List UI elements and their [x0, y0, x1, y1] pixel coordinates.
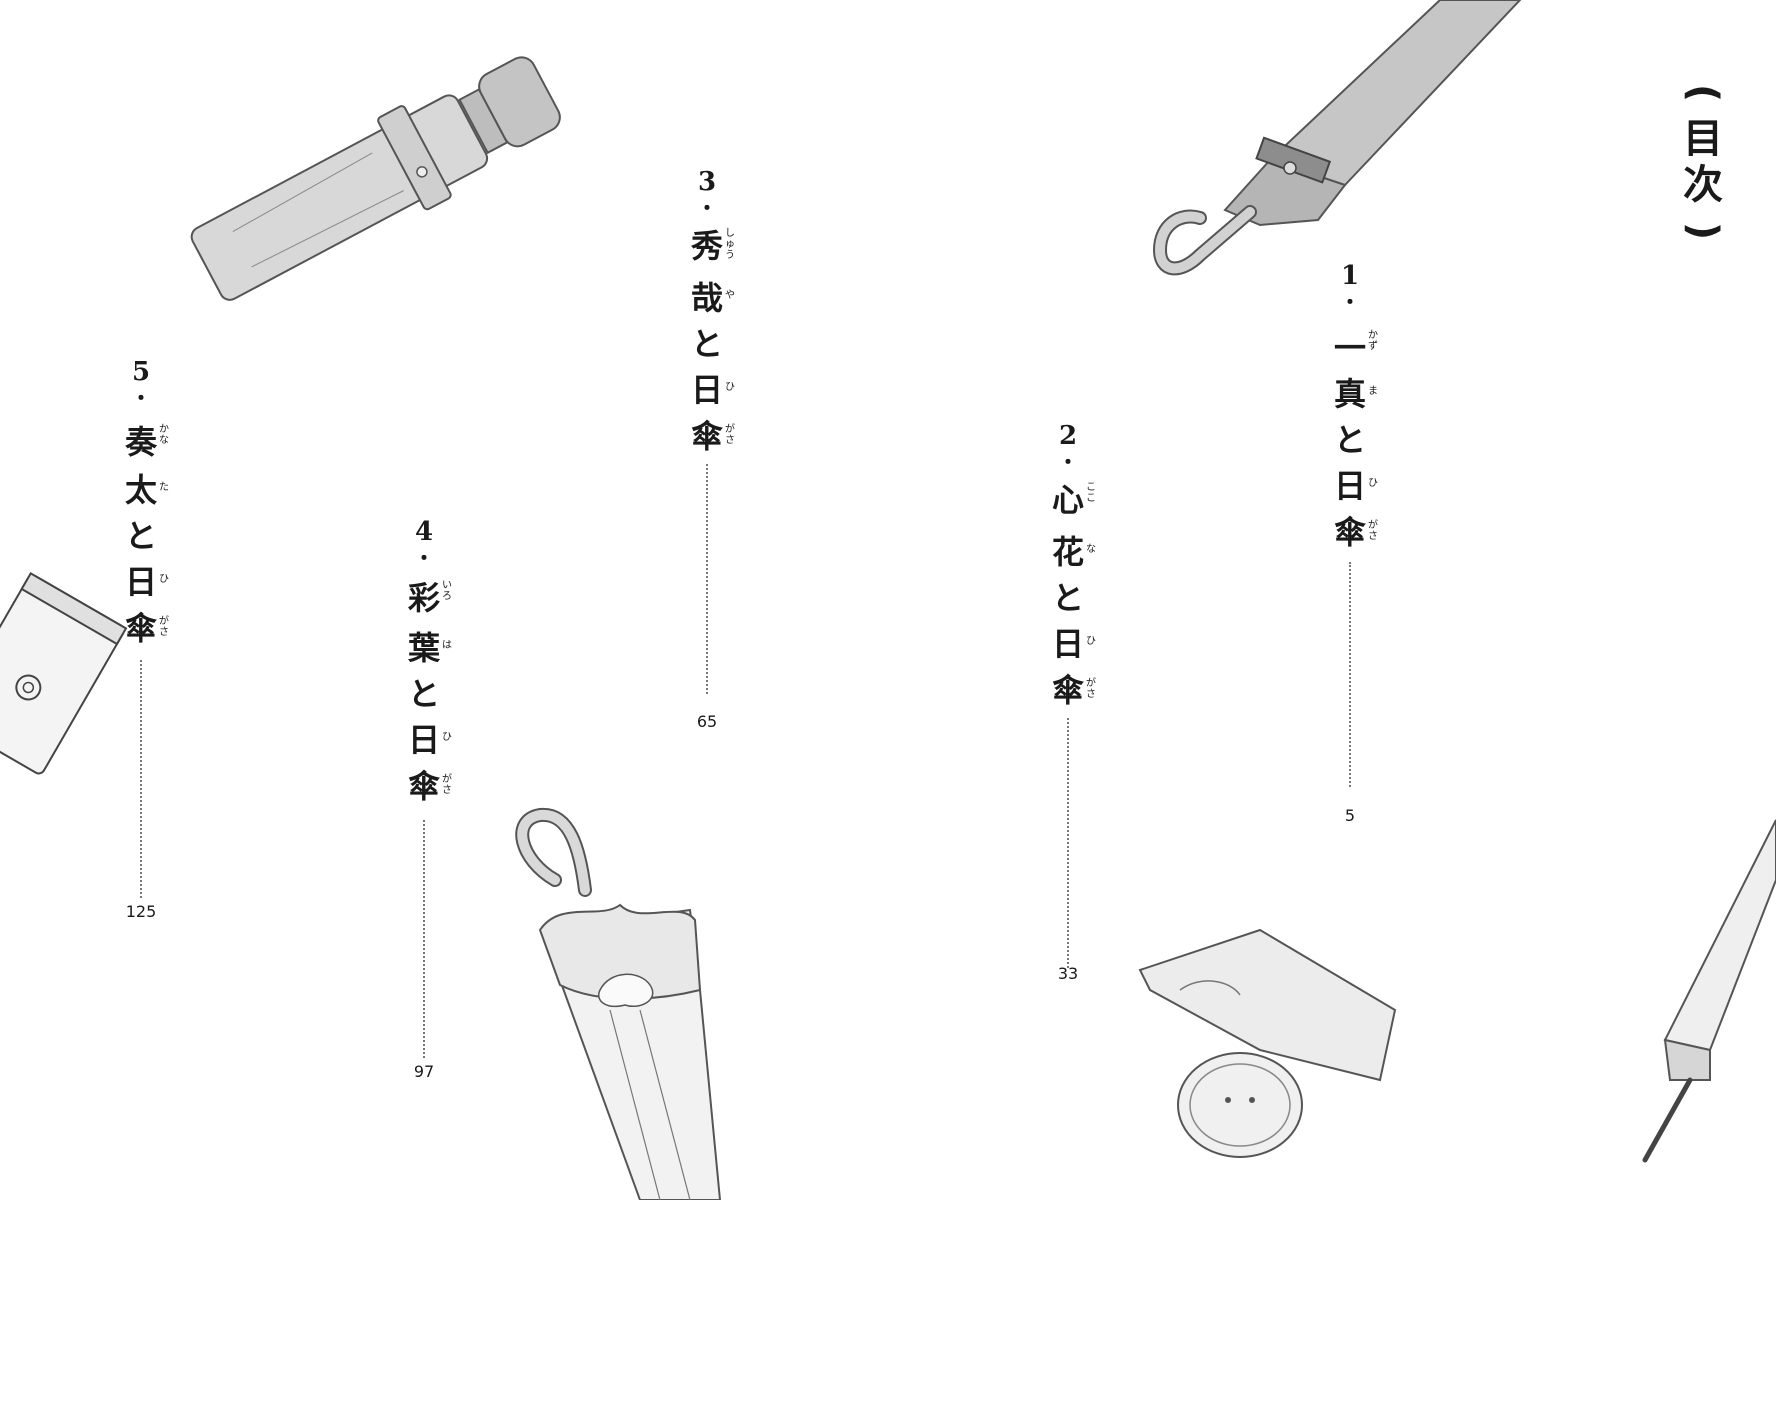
chapter-ruby: がさ	[159, 616, 169, 638]
chapter-title-char: と	[690, 325, 723, 363]
chapter-ruby: や	[725, 290, 735, 301]
chapter-ruby: かず	[1368, 330, 1378, 352]
toc-title-char: 目	[1683, 116, 1723, 162]
toc-title: ( 目 次 )	[1668, 70, 1738, 254]
chapter-title-char: 日	[1051, 625, 1084, 663]
leader-dots	[423, 820, 425, 1058]
chapter-ruby: ひ	[442, 732, 452, 743]
snack-illustration	[1138, 928, 1397, 1158]
table-of-contents-spread: ( 目 次 ) 1 ・ 一 真 と 日 傘 かず ま ひ がさ 5 2 ・ 心 …	[0, 0, 1776, 1200]
chapter-title-char: 傘	[407, 767, 440, 805]
chapter-title-char: 心	[1051, 481, 1084, 519]
toc-title-paren-close: )	[1680, 221, 1726, 241]
chapter-ruby: しゅう	[725, 228, 735, 261]
frilly-umbrella-illustration	[515, 807, 722, 1200]
chapter-page-number: 5	[1344, 806, 1356, 825]
chapter-number-dot: ・	[1058, 450, 1078, 474]
chapter-title-char: 秀	[690, 227, 723, 265]
chapter-title-char: 哉	[690, 279, 723, 317]
chapter-title-char: 奏	[124, 423, 157, 461]
chapter-title-char: と	[124, 517, 157, 555]
chapter-ruby: ひ	[159, 574, 169, 585]
chapter-1-entry[interactable]: 1 ・ 一 真 と 日 傘 かず ま ひ がさ 5	[1330, 262, 1450, 1162]
chapter-title-char: 日	[124, 563, 157, 601]
chapter-title-char: と	[1051, 579, 1084, 617]
chapter-number: 2	[1058, 421, 1078, 451]
chapter-ruby: な	[1086, 544, 1096, 555]
chapter-ruby: がさ	[442, 774, 452, 796]
leader-dots	[140, 660, 142, 898]
chapter-ruby: かな	[159, 424, 169, 446]
chapter-ruby: ま	[1368, 386, 1378, 397]
chapter-ruby: ひ	[1368, 478, 1378, 489]
chapter-ruby: がさ	[1086, 678, 1096, 700]
chapter-title-char: 日	[690, 371, 723, 409]
chapter-page-number: 97	[413, 1062, 435, 1081]
chapter-4-entry[interactable]: 4 ・ 彩 葉 と 日 傘 いろ は ひ がさ 97	[404, 518, 524, 1418]
chapter-title-char: 傘	[124, 609, 157, 647]
chapter-ruby: ひ	[725, 382, 735, 393]
toc-title-paren-open: (	[1680, 83, 1726, 103]
leader-dots	[1349, 562, 1351, 787]
chapter-ruby: いろ	[442, 580, 452, 602]
chapter-ruby: ひ	[1086, 636, 1096, 647]
chapter-ruby: がさ	[1368, 520, 1378, 542]
chapter-number: 4	[414, 517, 434, 547]
chapter-number: 3	[697, 167, 717, 197]
chapter-number-dot: ・	[414, 546, 434, 570]
closed-umbrella-illustration	[1642, 819, 1776, 1163]
leader-dots	[1067, 718, 1069, 968]
leader-dots	[706, 464, 708, 694]
chapter-number: 5	[131, 357, 151, 387]
chapter-title-char: 傘	[690, 417, 723, 455]
chapter-title-char: 日	[1333, 467, 1366, 505]
chapter-title-char: 真	[1333, 375, 1366, 413]
chapter-number-dot: ・	[1340, 290, 1360, 314]
chapter-page-number: 65	[696, 712, 718, 731]
toc-title-char: 次	[1683, 162, 1723, 208]
chapter-title-char: 傘	[1051, 671, 1084, 709]
chapter-ruby: た	[159, 482, 169, 493]
chapter-3-entry[interactable]: 3 ・ 秀 哉 と 日 傘 しゅう や ひ がさ 65	[687, 168, 807, 1068]
chapter-title-char: 太	[124, 471, 157, 509]
chapter-title-char: と	[1333, 421, 1366, 459]
chapter-2-entry[interactable]: 2 ・ 心 花 と 日 傘 ここ な ひ がさ 33	[1048, 422, 1168, 1322]
umbrella-illustrations	[0, 0, 1776, 1200]
chapter-number-dot: ・	[131, 386, 151, 410]
sunscreen-tube-illustration	[0, 572, 128, 775]
chapter-page-number: 33	[1057, 964, 1079, 983]
chapter-page-number: 125	[125, 902, 157, 921]
folding-umbrella-illustration	[190, 56, 561, 301]
chapter-title-char: 花	[1051, 533, 1084, 571]
chapter-number: 1	[1340, 261, 1360, 291]
chapter-ruby: ここ	[1086, 482, 1096, 504]
chapter-ruby: がさ	[725, 424, 735, 446]
chapter-number-dot: ・	[697, 196, 717, 220]
chapter-5-entry[interactable]: 5 ・ 奏 太 と 日 傘 かな た ひ がさ 125	[121, 358, 241, 1258]
chapter-title-char: 葉	[407, 629, 440, 667]
chapter-title-char: 一	[1333, 329, 1366, 367]
chapter-title-char: と	[407, 675, 440, 713]
chapter-title-char: 彩	[407, 579, 440, 617]
chapter-ruby: は	[442, 640, 452, 651]
long-umbrella-illustration	[1152, 0, 1522, 276]
chapter-title-char: 傘	[1333, 513, 1366, 551]
chapter-title-char: 日	[407, 721, 440, 759]
